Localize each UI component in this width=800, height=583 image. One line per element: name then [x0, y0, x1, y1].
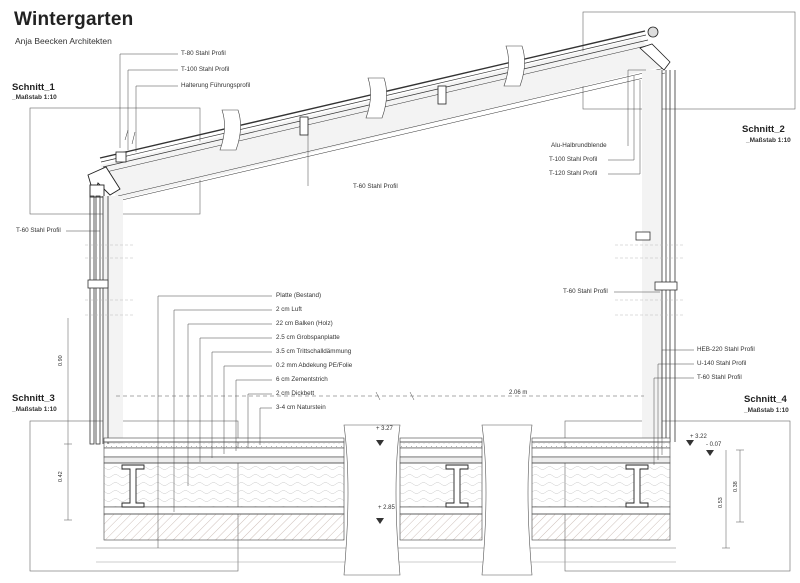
level-label: + 2.85	[378, 505, 395, 511]
floor-layer-label: 0.2 mm Abdekung PE/Folie	[276, 362, 353, 369]
section-2-name: Schnitt_2	[742, 124, 785, 135]
floor-layer-label: 3.5 cm Trittschalldämmung	[276, 348, 352, 355]
floor-layer-label: 2 cm Dickbett	[276, 390, 315, 397]
ridge-label: T-120 Stahl Profil	[549, 170, 598, 177]
height-dimension: 0.38	[733, 481, 739, 492]
floor-layer-label: Platte (Bestand)	[276, 292, 322, 299]
leader-lines	[66, 53, 694, 465]
section-3-name: Schnitt_3	[12, 393, 55, 404]
floor-leader-lines	[157, 295, 272, 548]
left-wall	[85, 195, 135, 445]
architect-name: Anja Beecken Architekten	[15, 36, 112, 46]
floor-layer-label: 3-4 cm Naturstein	[276, 404, 326, 411]
floor-layer-label: 22 cm Balken (Holz)	[276, 320, 333, 327]
right-profile-label: T-60 Stahl Profil	[697, 374, 742, 381]
level-label: + 3.22	[690, 434, 707, 440]
floor-layer-label: 2.5 cm Grobspanplatte	[276, 334, 340, 341]
drawing-title: Wintergarten	[14, 9, 134, 30]
ridge-label: Alu-Halbrundblende	[551, 142, 607, 149]
eave-left	[87, 166, 121, 198]
level-label: - 0.07	[706, 442, 722, 448]
floor-layer-label: 6 cm Zementstrich	[276, 376, 328, 383]
height-dimension: 0.90	[58, 355, 64, 366]
section-4-name: Schnitt_4	[744, 394, 787, 405]
span-dimension: 2.06 m	[509, 390, 528, 396]
roof-label: T-100 Stahl Profil	[181, 66, 230, 73]
ridge-label: T-100 Stahl Profil	[549, 156, 598, 163]
roof-fittings	[115, 26, 671, 163]
steel-beams	[121, 464, 649, 508]
right-wall-label: T-60 Stahl Profil	[563, 288, 608, 295]
section-1-scale: _Maßstab 1:10	[12, 94, 57, 101]
left-wall-label: T-60 Stahl Profil	[16, 227, 61, 234]
roof-label: Halterung Führungsprofil	[181, 82, 251, 89]
mid-roof-label: T-60 Stahl Profil	[353, 183, 398, 190]
right-wall	[615, 70, 685, 442]
right-profile-label: HEB-220 Stahl Profil	[697, 346, 755, 353]
section-3-scale: _Maßstab 1:10	[12, 406, 57, 413]
level-markers	[376, 440, 714, 524]
section-4-scale: _Maßstab 1:10	[744, 407, 789, 414]
floor-break-markers	[343, 424, 533, 576]
floor-layer-label: 2 cm Luft	[276, 306, 302, 313]
right-profile-label: U-140 Stahl Profil	[697, 360, 747, 367]
floor-buildup	[96, 437, 676, 563]
section-2-scale: _Maßstab 1:10	[746, 137, 791, 144]
height-dimension: 0.42	[58, 471, 64, 482]
roof-label: T-80 Stahl Profil	[181, 50, 226, 57]
dimension-lines	[64, 318, 744, 549]
section-1-name: Schnitt_1	[12, 82, 55, 93]
level-label: + 3.27	[376, 426, 393, 432]
height-dimension: 0.53	[718, 497, 724, 508]
roof-break-markers	[219, 45, 525, 151]
